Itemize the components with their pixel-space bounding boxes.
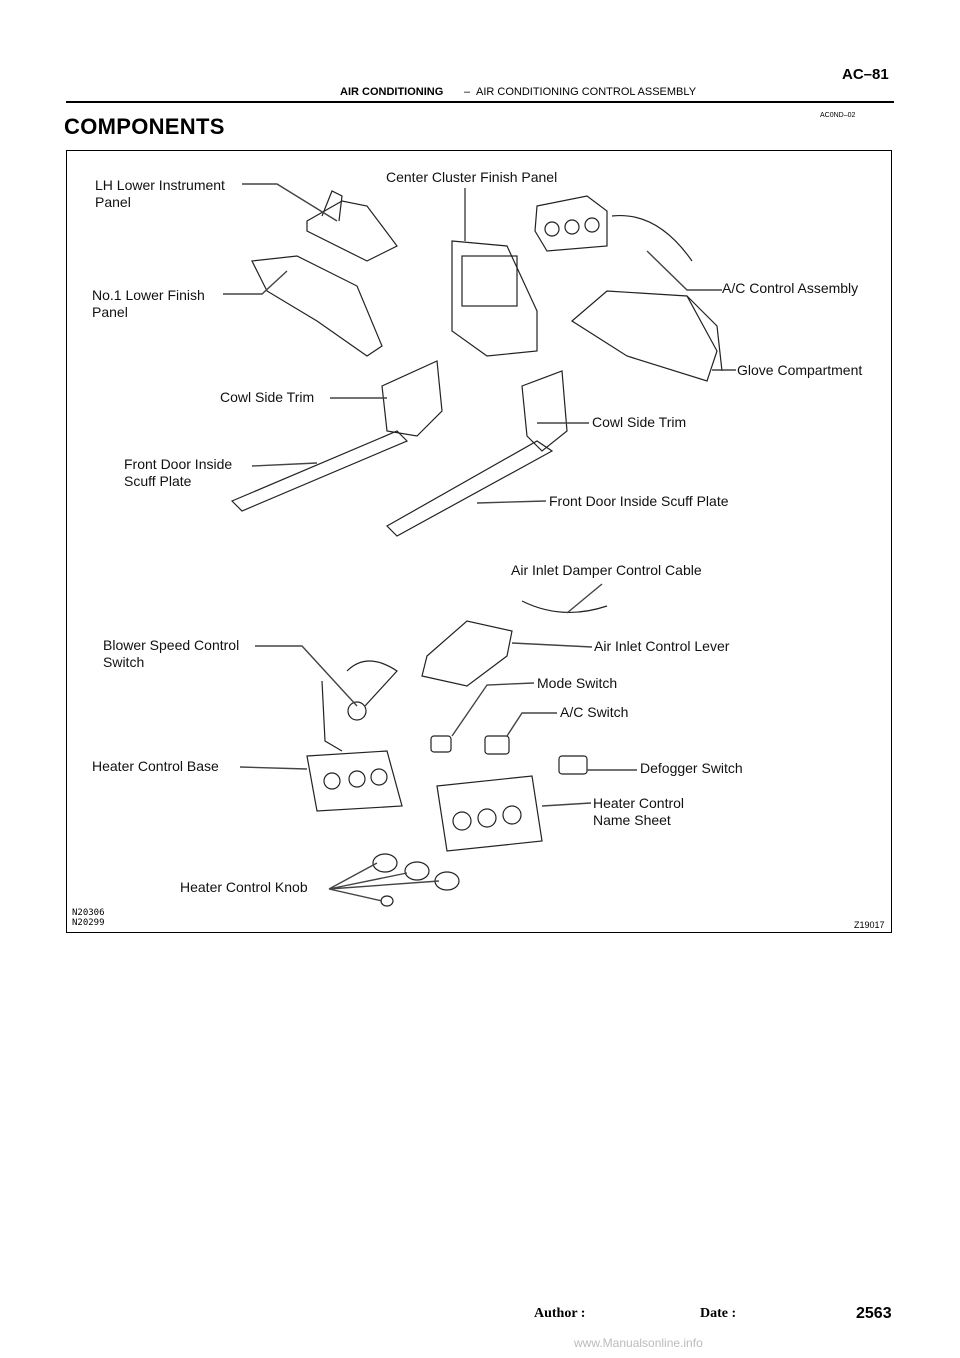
author-label: Author : <box>534 1306 586 1321</box>
leader-no1-lower-finish <box>223 270 288 295</box>
label-heater-control-name-sheet: Heater Control Name Sheet <box>593 795 685 828</box>
blower-switch-harness <box>346 660 398 707</box>
label-ac-switch: A/C Switch <box>560 704 629 720</box>
leader-air-inlet-cable <box>566 583 603 614</box>
label-ac-control-assembly: A/C Control Assembly <box>722 280 859 296</box>
center-cluster-opening <box>461 255 518 307</box>
lh-lower-panel-part <box>306 200 398 262</box>
figure-code: Z19017 <box>854 920 885 930</box>
name-sheet-dial-3 <box>502 805 522 825</box>
base-hole-1 <box>323 772 341 790</box>
heater-knob-small <box>380 895 394 907</box>
label-scuff-plate-left: Front Door Inside Scuff Plate <box>124 456 233 489</box>
exploded-view-drawing <box>223 183 736 907</box>
leader-air-inlet-lever <box>511 642 593 648</box>
name-sheet-dial-1 <box>452 811 472 831</box>
mode-switch-part <box>430 735 452 753</box>
header-dash: – <box>464 86 471 98</box>
label-cowl-side-trim-right: Cowl Side Trim <box>592 414 687 430</box>
label-mode-switch: Mode Switch <box>537 675 618 691</box>
reference-codes: N20306 N20299 <box>72 908 105 928</box>
label-center-cluster-finish-panel: Center Cluster Finish Panel <box>386 169 558 185</box>
scuff-plate-right-part <box>386 440 554 537</box>
heater-control-base-part <box>306 750 403 812</box>
page-code: AC–81 <box>842 66 889 83</box>
label-glove-compartment: Glove Compartment <box>737 362 863 378</box>
leader-scuff-right <box>476 500 547 504</box>
blower-switch-wire <box>321 680 343 752</box>
heater-name-sheet-part <box>436 775 543 852</box>
glove-compartment-lid <box>686 295 723 372</box>
cowl-side-trim-right-part <box>521 370 568 452</box>
ac-assy-dial-2 <box>564 219 580 235</box>
label-heater-control-knob: Heater Control Knob <box>180 879 308 895</box>
section-title: AIR CONDITIONING <box>340 86 444 98</box>
heater-knob-2 <box>404 861 430 881</box>
ac-switch-part <box>484 735 510 755</box>
label-heater-control-base: Heater Control Base <box>92 758 219 774</box>
leader-blower <box>255 645 358 707</box>
center-cluster-panel-part <box>451 240 538 357</box>
label-air-inlet-damper-cable: Air Inlet Damper Control Cable <box>511 562 702 578</box>
label-blower-speed-control-switch: Blower Speed Control Switch <box>103 637 240 670</box>
leader-ac-control <box>646 250 722 291</box>
name-sheet-dial-2 <box>477 808 497 828</box>
label-scuff-plate-right: Front Door Inside Scuff Plate <box>549 493 729 509</box>
leader-heater-knob <box>328 862 440 902</box>
blower-switch-part <box>347 701 367 721</box>
leader-heater-base <box>239 766 308 770</box>
components-diagram: LH Lower Instrument Panel Center Cluster… <box>66 150 892 933</box>
label-no1-lower-finish-panel: No.1 Lower Finish Panel <box>92 287 205 320</box>
label-air-inlet-control-lever: Air Inlet Control Lever <box>594 638 730 654</box>
leader-ac-switch <box>506 712 557 737</box>
page-title: COMPONENTS <box>64 114 225 139</box>
ac-control-assembly-part <box>534 195 608 252</box>
ac-assy-cable <box>611 214 693 262</box>
page-number: 2563 <box>856 1305 892 1322</box>
no1-lower-finish-panel-part <box>251 255 383 357</box>
air-inlet-cable-part <box>521 600 608 613</box>
label-cowl-side-trim-left: Cowl Side Trim <box>220 389 315 405</box>
leader-mode-switch <box>451 682 535 737</box>
heater-knob-1 <box>372 853 398 873</box>
header-rule <box>66 101 894 103</box>
subsection-title: AIR CONDITIONING CONTROL ASSEMBLY <box>476 86 697 98</box>
leader-lh-lower-panel <box>242 183 338 222</box>
base-hole-3 <box>370 768 388 786</box>
label-defogger-switch: Defogger Switch <box>640 760 743 776</box>
ac-assy-dial-1 <box>544 221 560 237</box>
defogger-switch-part <box>558 755 588 775</box>
base-hole-2 <box>348 770 366 788</box>
leader-name-sheet <box>541 802 592 807</box>
label-lh-lower-instrument-panel: LH Lower Instrument Panel <box>95 177 225 210</box>
air-inlet-lever-part <box>421 620 513 687</box>
date-label: Date : <box>700 1306 737 1321</box>
lh-lower-panel-bracket <box>321 190 343 222</box>
leader-scuff-left <box>251 462 318 467</box>
ac-assy-dial-3 <box>584 217 600 233</box>
document-code: AC0ND–02 <box>820 112 856 119</box>
watermark: www.Manualsonline.info <box>574 1336 703 1350</box>
scuff-plate-left-part <box>230 430 409 512</box>
glove-compartment-part <box>570 290 718 382</box>
cowl-side-trim-left-part <box>381 360 443 437</box>
